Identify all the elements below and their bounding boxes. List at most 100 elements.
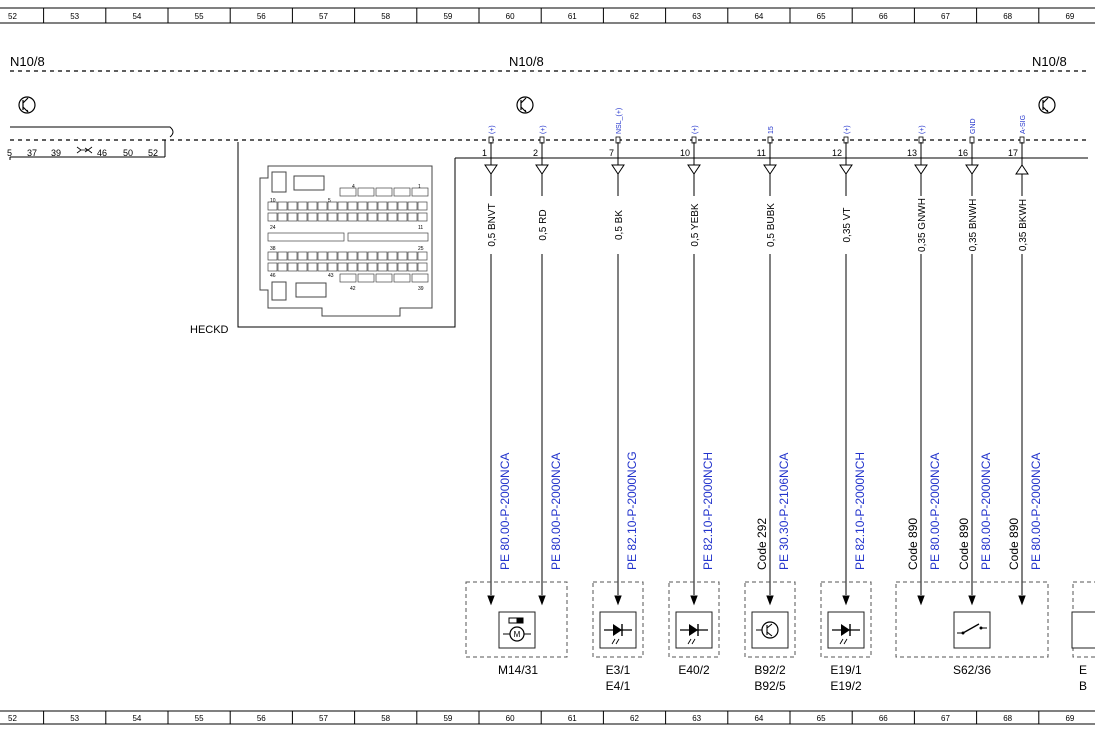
document-reference-link: PE 80.00-P-2000NCA [498,453,512,570]
cavity [411,187,429,197]
cavity [375,187,393,197]
module-label-right: N10/8 [1032,54,1067,69]
cavity [317,212,328,222]
cavity [377,251,388,261]
document-reference-link: PE 82.10-P-2000NCH [853,452,867,570]
cavity [317,201,328,211]
pin-signal-label: (+) [692,125,699,134]
cavity [277,251,288,261]
cavity [277,262,288,272]
wire-spec: 0,5 BNVT [487,203,498,246]
pin-signal-label: 15 [768,126,775,134]
triangle-down-icon [687,164,701,175]
cavity [347,201,358,211]
cavity [317,262,328,272]
arrow-head-icon [538,595,546,606]
cavity [357,262,368,272]
cavity [297,262,308,272]
component-symbol-frame [953,611,991,649]
cavity [387,201,398,211]
cavity-number: 5 [328,198,331,204]
ruler-column-number: 69 [1065,12,1074,21]
cavity [297,212,308,222]
cavity [347,251,358,261]
cavity [367,201,378,211]
document-reference-link: PE 80.00-P-2000NCA [928,453,942,570]
triangle-down-icon [611,164,625,175]
ruler-column-number: 68 [1003,12,1012,21]
component-label: E3/1 [606,663,631,677]
ruler-column-number: 56 [257,12,266,21]
ruler-column-number: 53 [70,12,79,21]
ruler-column-number: 68 [1003,714,1012,723]
cavity [377,262,388,272]
cavity [339,273,357,283]
document-reference-link: PE 82.10-P-2000NCH [701,452,715,570]
cavity [407,201,418,211]
ruler-column-number: 59 [443,12,452,21]
component-symbol-frame [1071,611,1095,649]
ruler-column-number: 60 [506,12,515,21]
cavity [267,251,278,261]
cavity [307,212,318,222]
connector-key [293,175,325,191]
cavity-number: 46 [270,273,276,279]
connector-latch [271,281,287,301]
cavity [267,201,278,211]
document-reference-link: PE 80.00-P-2000NCA [549,453,563,570]
cavity [387,262,398,272]
cavity [367,262,378,272]
transistor-symbols [18,96,1056,114]
wire-spec: 0,5 BUBK [766,203,777,247]
arrow-head-icon [842,595,850,606]
option-code: Code 890 [957,518,971,570]
pin-number: 1 [482,148,487,158]
cavity [407,251,418,261]
component-outline [592,581,644,658]
ruler-column-number: 66 [879,12,888,21]
cavity [327,251,338,261]
ruler-column-number: 65 [817,714,826,723]
cavity [417,201,428,211]
cavity [397,262,408,272]
wire-spec: 0,5 BK [614,210,625,240]
cavity [307,251,318,261]
cavity [327,212,338,222]
ruler-column-number: 53 [70,714,79,723]
arrow-head-icon [690,595,698,606]
option-code: Code 890 [906,518,920,570]
ruler-column-number: 64 [754,12,763,21]
component-E3/1: E3/1E4/1 [592,581,644,693]
component-label-secondary: B92/5 [754,679,786,693]
component-label: E19/1 [830,663,862,677]
ruler-column-number: 64 [754,714,763,723]
cavity [387,212,398,222]
connector-latch [271,171,287,193]
arrow-head-icon [766,595,774,606]
ruler-column-number: 61 [568,714,577,723]
cavity [393,273,411,283]
cavity [377,212,388,222]
cavity [367,251,378,261]
wire-spec: 0,35 VT [842,207,853,242]
connector-key [295,282,327,298]
cavity [337,262,348,272]
ruler-column-number: 65 [817,12,826,21]
component-label-secondary: E4/1 [606,679,631,693]
ruler-column-number: 66 [879,714,888,723]
cavity [393,187,411,197]
cavity [297,201,308,211]
pin-number: 16 [958,148,968,158]
cavity [357,201,368,211]
ruler-column-number: 63 [692,12,701,21]
pin-signal-label: NSL_(+) [616,108,623,134]
ruler-column-number: 55 [195,714,204,723]
